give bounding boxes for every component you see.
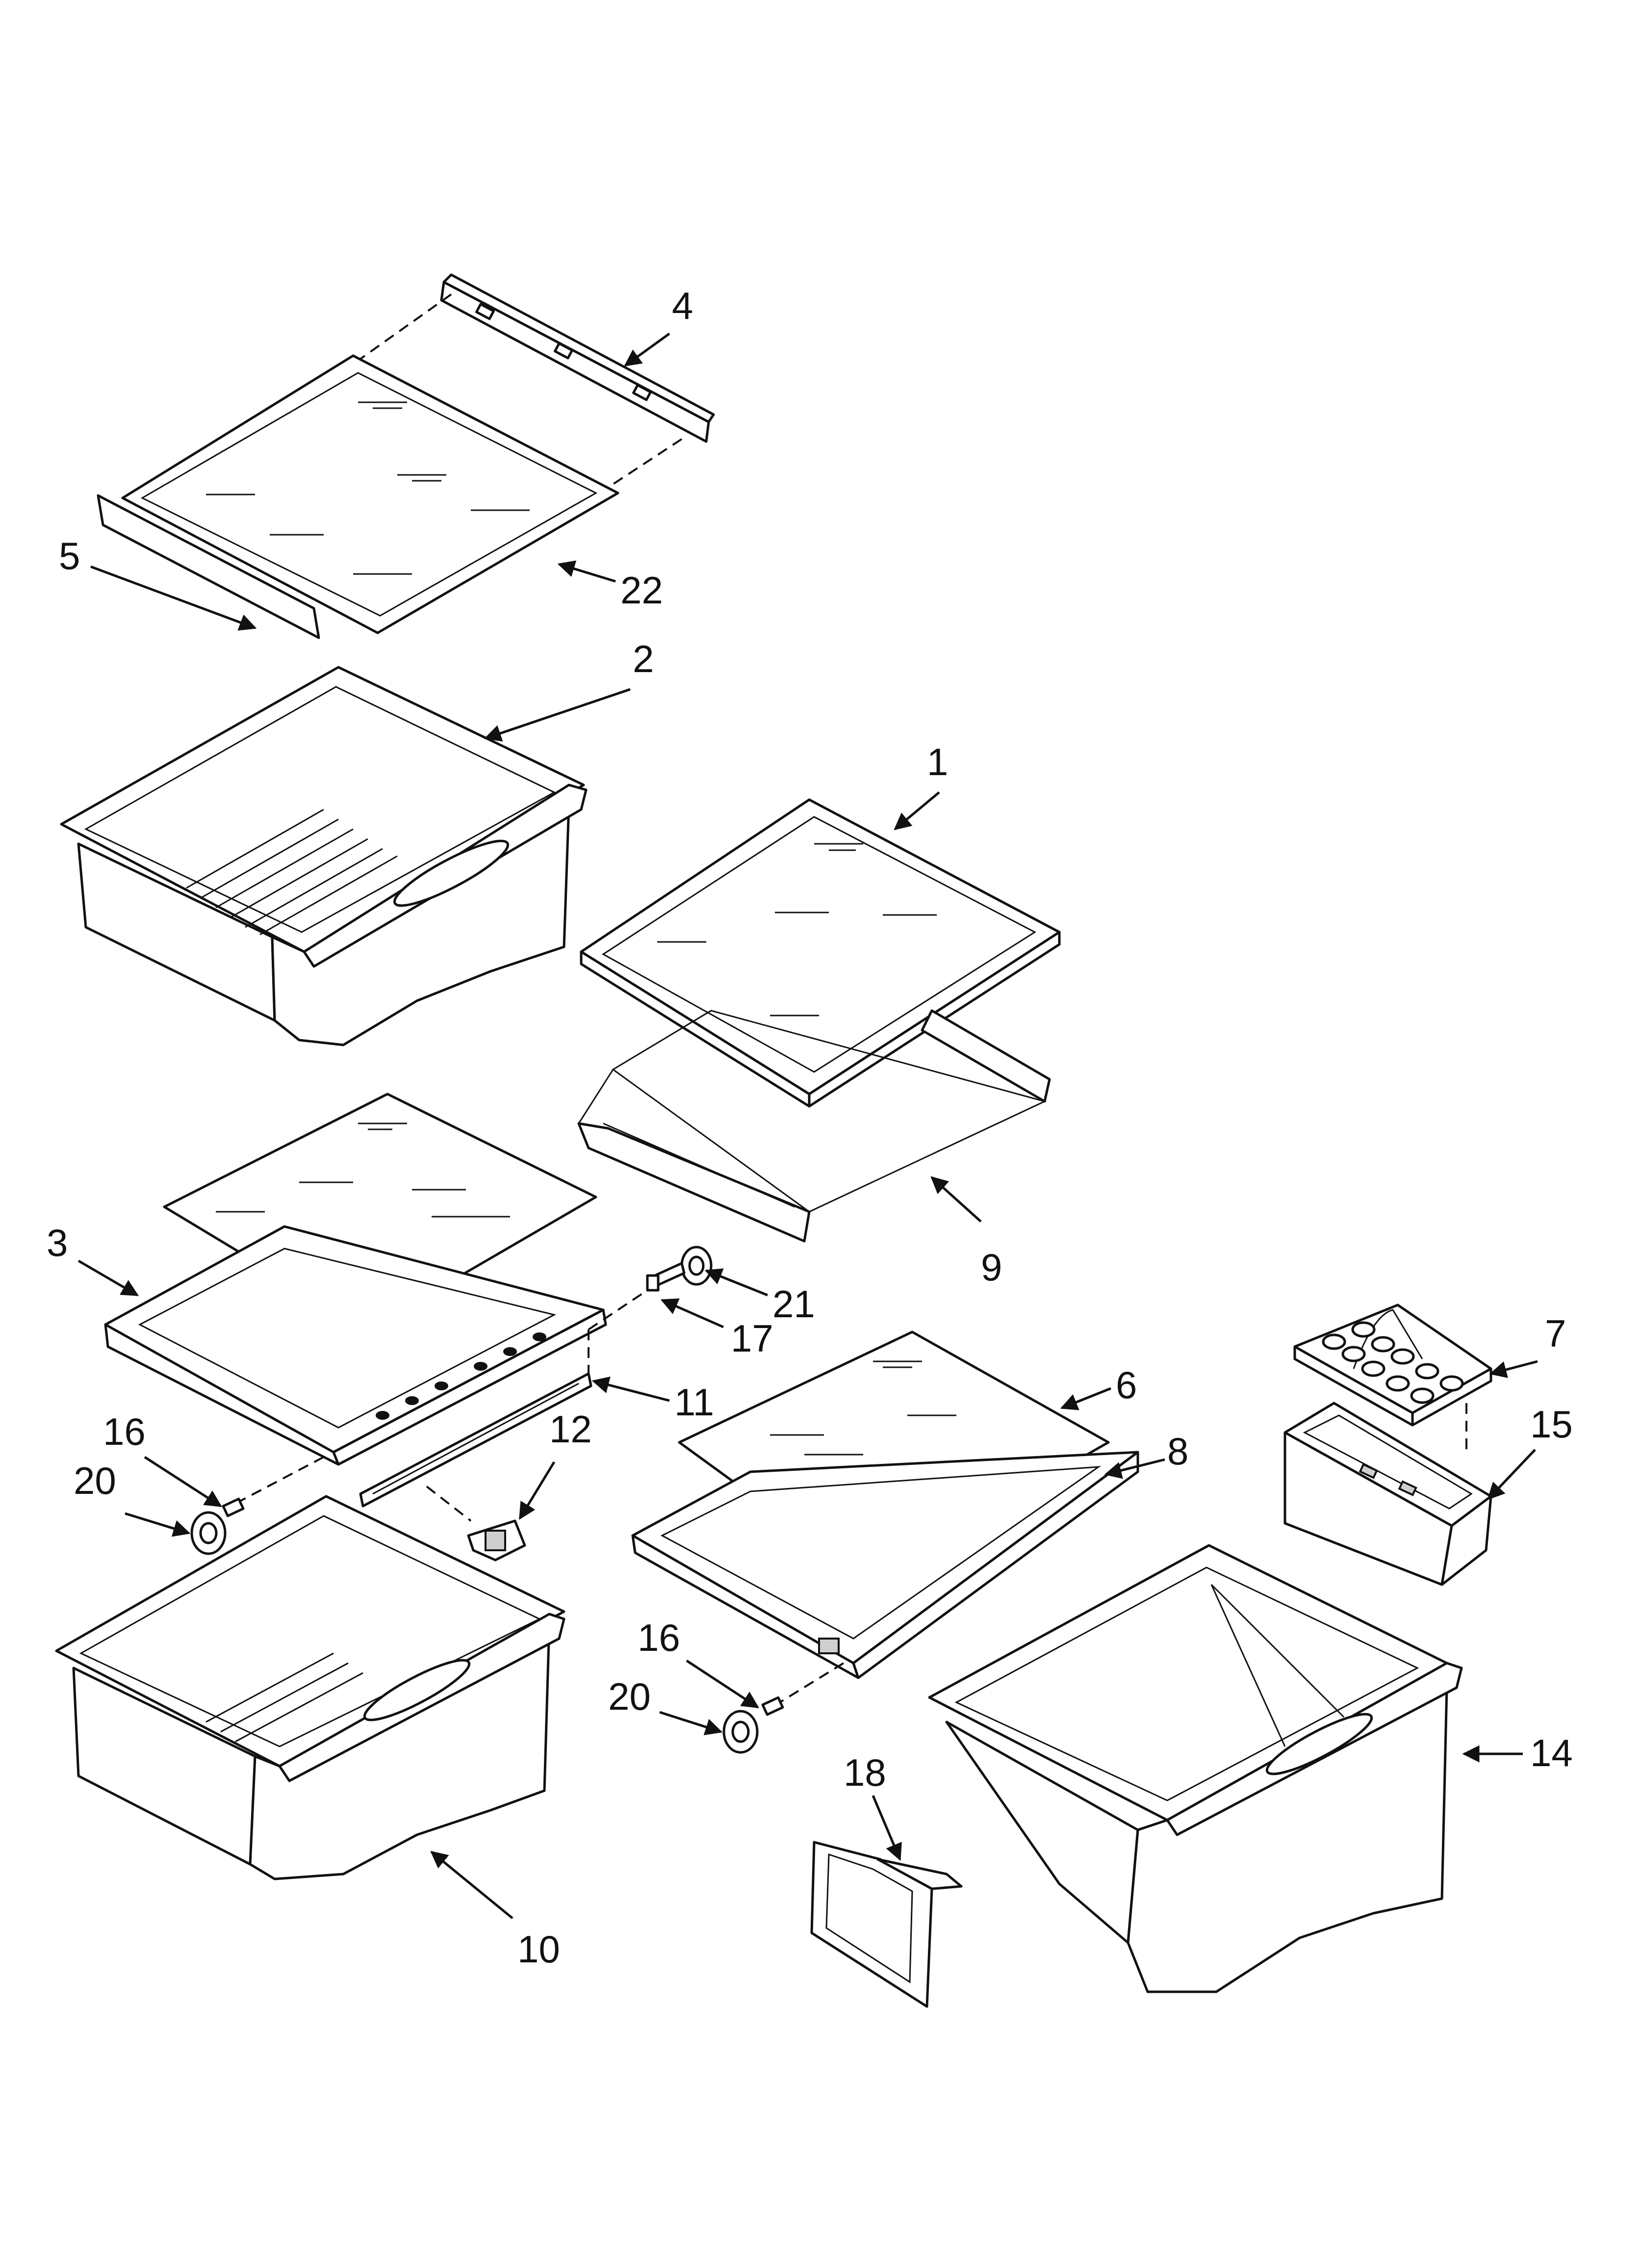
callout-9: 9 — [981, 1246, 1002, 1289]
callout-18: 18 — [844, 1751, 886, 1794]
part-17-screw — [646, 1262, 686, 1292]
callout-11: 11 — [674, 1381, 714, 1424]
part-15-egg-bin — [1283, 1402, 1492, 1586]
callout-5: 5 — [59, 534, 80, 577]
part-4-rail — [440, 273, 715, 443]
callout-16-left: 16 — [103, 1410, 146, 1453]
egg-holes — [1322, 1321, 1464, 1404]
part-12-clip — [467, 1519, 526, 1562]
callout-20-center: 20 — [608, 1675, 651, 1718]
drawer-ribs — [205, 1652, 363, 1743]
part-10-crisper-drawer — [55, 1495, 565, 1880]
callout-7: 7 — [1545, 1312, 1566, 1355]
callout-3: 3 — [47, 1221, 68, 1264]
callout-15: 15 — [1530, 1403, 1573, 1446]
cover-holes — [376, 1332, 546, 1420]
callout-4: 4 — [672, 284, 693, 327]
leader-lines — [77, 332, 1538, 1919]
callout-21: 21 — [772, 1282, 815, 1326]
callout-14: 14 — [1530, 1731, 1573, 1774]
glass-reflection-lines — [657, 843, 937, 1017]
callout-labels: 4 22 2 1 5 9 3 21 17 7 11 12 6 15 8 16 2… — [47, 284, 1573, 1971]
part-11-rail-strip — [359, 1372, 592, 1508]
callout-20-left: 20 — [74, 1459, 116, 1502]
part-20-wheel-center — [722, 1710, 759, 1754]
callout-17: 17 — [731, 1317, 773, 1360]
part-21-wheel — [680, 1246, 713, 1286]
part-8-cover-frame — [631, 1451, 1139, 1679]
part-16-screw-center — [761, 1696, 784, 1716]
part-2-crisper-drawer — [60, 666, 588, 1046]
glass-reflection-lines — [206, 401, 530, 575]
part-16-screw-left — [222, 1497, 245, 1517]
callout-8: 8 — [1167, 1430, 1188, 1473]
part-22-glass-shelf — [97, 354, 619, 639]
part-7-egg-tray — [1293, 1303, 1492, 1427]
part-18-label-card — [810, 1841, 963, 2008]
callout-2: 2 — [633, 637, 654, 680]
part-20-wheel-left — [190, 1511, 227, 1555]
callout-6: 6 — [1116, 1363, 1137, 1407]
callout-10: 10 — [517, 1928, 560, 1971]
part-9-shelf-frame — [577, 1009, 1051, 1243]
callout-16-center: 16 — [638, 1616, 680, 1659]
callout-1: 1 — [927, 740, 948, 783]
part-14-drawer — [928, 1544, 1463, 1993]
callout-22: 22 — [620, 569, 663, 612]
part-3-cover-frame — [104, 1225, 607, 1466]
callout-12: 12 — [549, 1408, 592, 1451]
drawer-ribs — [186, 808, 398, 936]
